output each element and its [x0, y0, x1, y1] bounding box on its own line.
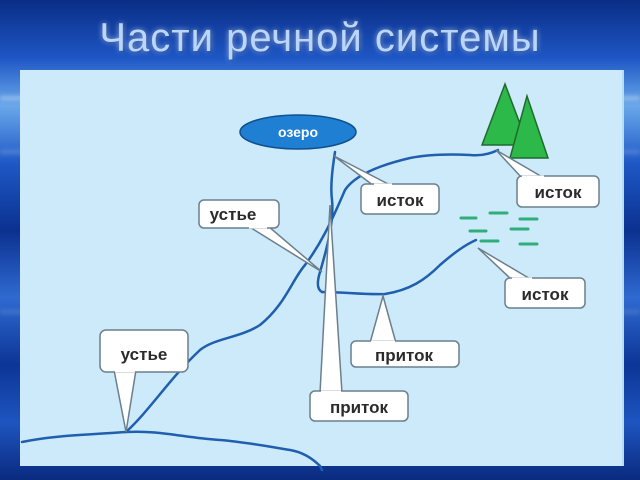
lake: озеро	[239, 114, 357, 150]
slide-title: Части речной системы	[99, 16, 541, 60]
callout-label: приток	[330, 398, 389, 417]
callout-mouth-lower: устье	[99, 329, 189, 433]
callout-label: исток	[522, 285, 569, 304]
callout-label: исток	[377, 191, 424, 210]
lake-label: озеро	[278, 124, 318, 140]
callout-label: исток	[535, 183, 582, 202]
river-mouth-tail	[318, 464, 324, 472]
callout-mouth-upper: устье	[198, 199, 323, 273]
callout-source-top-left: исток	[333, 155, 440, 215]
callout-tributary-bottom: приток	[309, 204, 409, 422]
callout-label: приток	[375, 346, 434, 365]
marsh-icon	[459, 211, 539, 246]
marsh-tributary	[320, 238, 478, 296]
callout-source-right: исток	[477, 247, 586, 309]
callout-label: устье	[210, 205, 257, 224]
main-river	[20, 430, 322, 468]
main-trunk-river	[124, 148, 500, 434]
callout-source-top-right: исток	[495, 149, 600, 208]
tree-icon	[480, 81, 550, 159]
callout-label: устье	[121, 345, 168, 364]
callout-tributary-right: приток	[350, 293, 460, 368]
